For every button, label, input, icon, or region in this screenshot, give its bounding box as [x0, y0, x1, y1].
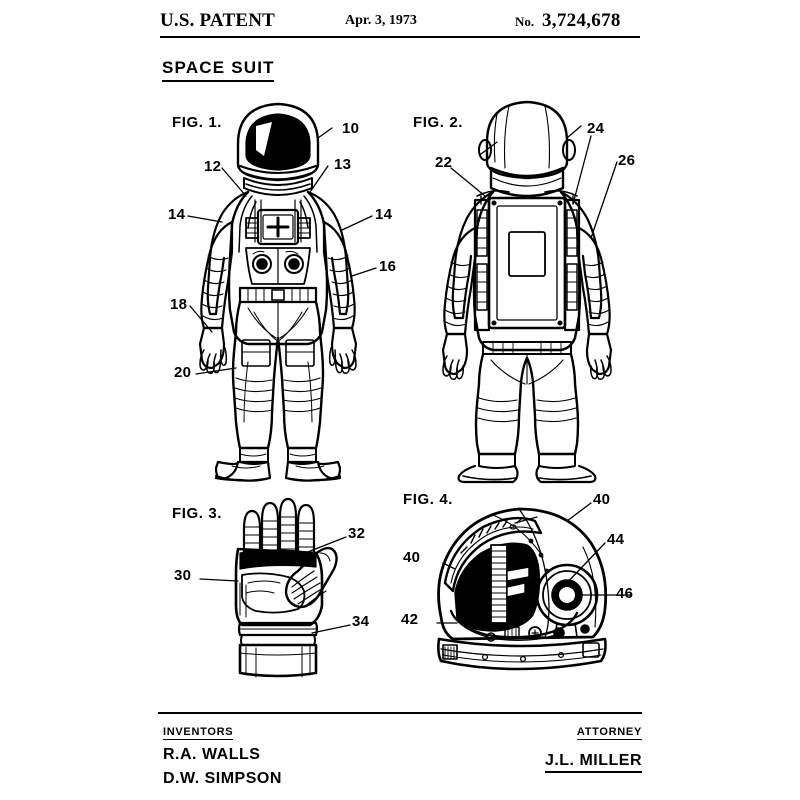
page-title: SPACE SUIT: [162, 58, 275, 77]
title-underline: [162, 80, 274, 82]
figure-1-ref-14-right: 14: [375, 206, 393, 223]
attorney-block: ATTORNEY J.L. MILLER: [440, 722, 642, 773]
figure-2-drawing: [441, 100, 618, 484]
figure-4-ref-40-left: 40: [403, 549, 421, 566]
figure-3-ref-34: 34: [352, 613, 370, 630]
figure-4-ref-40-upper: 40: [593, 491, 611, 508]
figure-2-ref-26: 26: [618, 152, 636, 169]
figure-3-ref-32: 32: [348, 525, 366, 542]
inventor-name-1: R.A. WALLS: [163, 746, 261, 763]
patent-date: Apr. 3, 1973: [345, 13, 417, 28]
figure-3-ref-30: 30: [174, 567, 192, 584]
figure-1-ref-20: 20: [174, 364, 192, 381]
header-divider: [160, 36, 640, 38]
figure-1-ref-10: 10: [342, 120, 360, 137]
attorney-label: ATTORNEY: [576, 726, 642, 740]
figure-4-drawing: [436, 502, 632, 671]
figure-1-ref-18: 18: [170, 296, 188, 313]
inventors-label: INVENTORS: [163, 726, 234, 740]
figure-4-caption: FIG. 4.: [403, 491, 454, 508]
figure-3-drawing: [199, 497, 351, 678]
figure-4: FIG. 4.: [395, 487, 645, 677]
patent-number-label: No.: [515, 14, 535, 29]
patent-header: U.S. PATENT Apr. 3, 1973 No. 3,724,678: [160, 10, 640, 36]
figure-1-ref-14-left: 14: [168, 206, 186, 223]
figure-1: FIG. 1.: [160, 92, 400, 482]
figure-3-caption: FIG. 3.: [172, 505, 223, 522]
figure-2-ref-22: 22: [435, 154, 453, 171]
figure-2: FIG. 2.: [405, 92, 650, 484]
figure-4-ref-46: 46: [616, 585, 634, 602]
figure-2-ref-24: 24: [587, 120, 605, 137]
figure-1-ref-12: 12: [204, 158, 222, 175]
figure-1-ref-13: 13: [334, 156, 352, 173]
attorney-name: J.L. MILLER: [544, 752, 642, 773]
inventors-block: INVENTORS R.A. WALLS D.W. SIMPSON: [163, 722, 282, 788]
patent-office-label: U.S. PATENT: [160, 10, 275, 31]
figure-1-ref-16: 16: [379, 258, 397, 275]
figures-area: FIG. 1.: [0, 92, 800, 702]
figure-4-ref-42: 42: [401, 611, 419, 628]
patent-number: 3,724,678: [542, 10, 621, 31]
figure-3: FIG. 3.: [160, 487, 400, 678]
figure-4-ref-44: 44: [607, 531, 625, 548]
figure-2-caption: FIG. 2.: [413, 114, 464, 131]
footer-divider: [158, 712, 642, 714]
inventor-name-2: D.W. SIMPSON: [163, 770, 282, 787]
figure-1-caption: FIG. 1.: [172, 114, 223, 131]
figure-1-drawing: [187, 102, 377, 482]
